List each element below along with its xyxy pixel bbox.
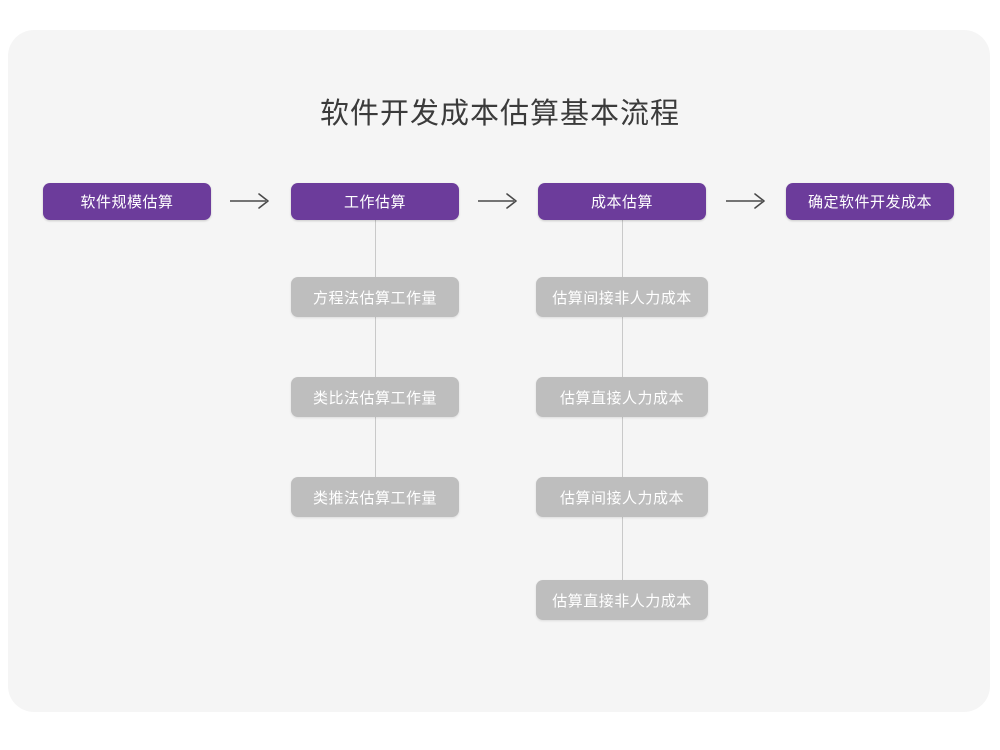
- connector-line-work-3: [375, 415, 376, 479]
- connector-line-cost-3: [622, 415, 623, 479]
- sub-node-inference-method-workload[interactable]: 类推法估算工作量: [291, 477, 459, 517]
- connector-line-cost-4: [622, 515, 623, 581]
- sub-node-indirect-nonlabor-cost[interactable]: 估算间接非人力成本: [536, 277, 708, 317]
- sub-node-analogy-method-workload[interactable]: 类比法估算工作量: [291, 377, 459, 417]
- sub-node-direct-labor-cost[interactable]: 估算直接人力成本: [536, 377, 708, 417]
- step-node-determine-dev-cost[interactable]: 确定软件开发成本: [786, 183, 954, 220]
- connector-line-cost-2: [622, 315, 623, 379]
- connector-line-cost-1: [622, 219, 623, 279]
- step-node-software-size-estimation[interactable]: 软件规模估算: [43, 183, 211, 220]
- arrow-right-icon-1: [228, 189, 274, 213]
- page-title: 软件开发成本估算基本流程: [319, 98, 680, 130]
- arrow-right-icon-3: [724, 189, 770, 213]
- step-node-work-estimation[interactable]: 工作估算: [291, 183, 459, 220]
- sub-node-indirect-labor-cost[interactable]: 估算间接人力成本: [536, 477, 708, 517]
- sub-node-equation-method-workload[interactable]: 方程法估算工作量: [291, 277, 459, 317]
- connector-line-work-1: [375, 219, 376, 279]
- sub-node-direct-nonlabor-cost[interactable]: 估算直接非人力成本: [536, 580, 708, 620]
- diagram-card: [8, 30, 990, 712]
- connector-line-work-2: [375, 315, 376, 379]
- arrow-right-icon-2: [476, 189, 522, 213]
- step-node-cost-estimation[interactable]: 成本估算: [538, 183, 706, 220]
